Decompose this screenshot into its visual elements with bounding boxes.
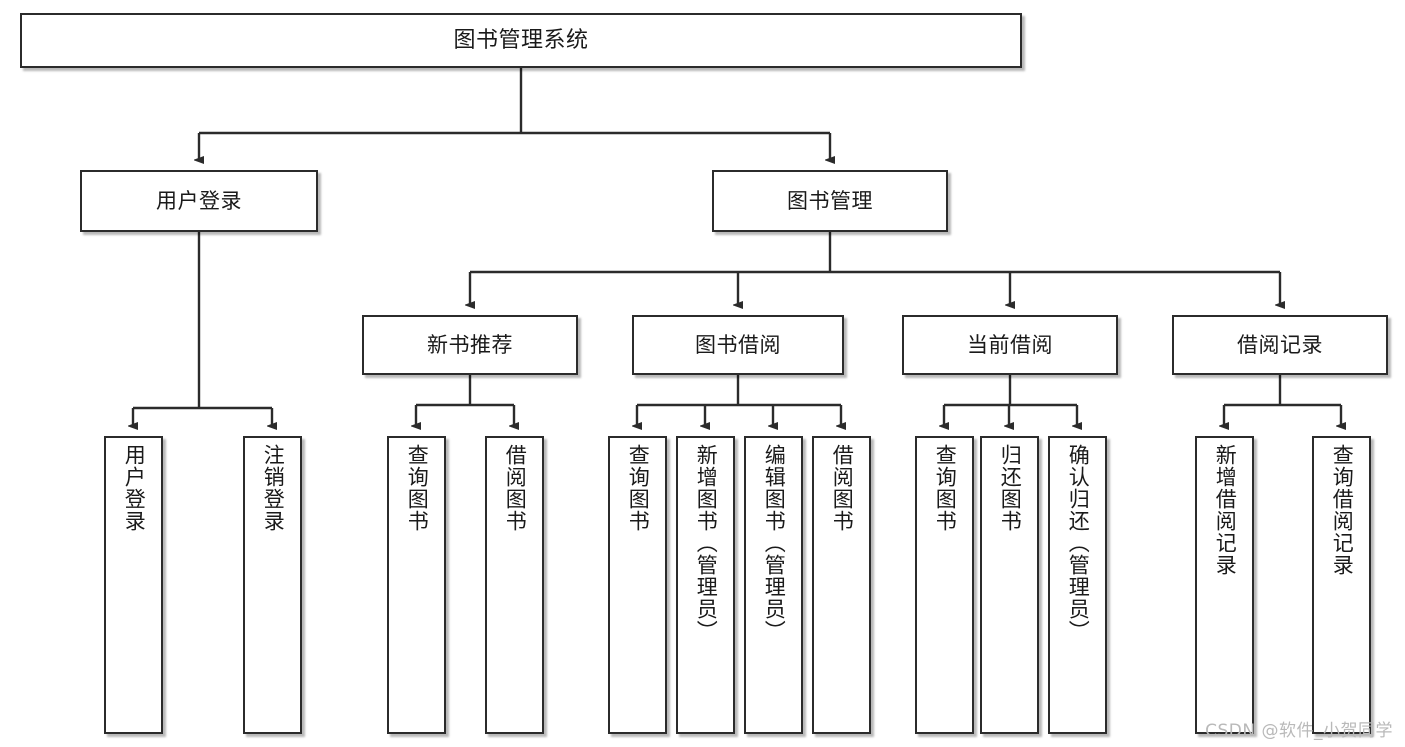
node-leaf-borrow-book-1-label: 借阅图书 [503,444,528,532]
node-leaf-user-login-label: 用户登录 [122,444,147,532]
node-root-label: 图书管理系统 [453,27,589,53]
node-leaf-add-book-label: 新增图书（管理员） [694,444,719,642]
node-leaf-add-record[interactable]: 新增借阅记录 [1195,436,1254,734]
node-leaf-query-book-1-label: 查询图书 [405,444,430,532]
node-leaf-confirm-return-label: 确认归还（管理员） [1066,444,1091,642]
node-leaf-query-record[interactable]: 查询借阅记录 [1312,436,1371,734]
node-leaf-borrow-book-2-label: 借阅图书 [830,444,855,532]
node-current-borrow-label: 当前借阅 [967,332,1053,357]
node-book-borrow-label: 图书借阅 [695,332,781,357]
node-book-manage[interactable]: 图书管理 [712,170,948,232]
node-leaf-edit-book-label: 编辑图书（管理员） [762,444,787,642]
node-user-login-label: 用户登录 [156,188,242,213]
node-user-login[interactable]: 用户登录 [80,170,318,232]
node-leaf-edit-book[interactable]: 编辑图书（管理员） [744,436,803,734]
watermark-text: CSDN @软件_小贺同学 [1205,721,1393,741]
node-leaf-confirm-return[interactable]: 确认归还（管理员） [1048,436,1107,734]
node-leaf-return-book[interactable]: 归还图书 [980,436,1039,734]
node-borrow-record-label: 借阅记录 [1237,332,1323,357]
node-leaf-add-record-label: 新增借阅记录 [1213,444,1238,576]
node-book-borrow[interactable]: 图书借阅 [632,315,844,375]
node-leaf-query-record-label: 查询借阅记录 [1330,444,1355,576]
node-leaf-borrow-book-1[interactable]: 借阅图书 [485,436,544,734]
node-current-borrow[interactable]: 当前借阅 [902,315,1118,375]
node-leaf-query-book-1[interactable]: 查询图书 [387,436,446,734]
node-leaf-query-book-2-label: 查询图书 [626,444,651,532]
node-root[interactable]: 图书管理系统 [20,13,1022,68]
node-leaf-user-login[interactable]: 用户登录 [104,436,163,734]
node-leaf-logout[interactable]: 注销登录 [243,436,302,734]
node-leaf-return-book-label: 归还图书 [998,444,1023,532]
node-borrow-record[interactable]: 借阅记录 [1172,315,1388,375]
node-leaf-query-book-2[interactable]: 查询图书 [608,436,667,734]
node-leaf-add-book[interactable]: 新增图书（管理员） [676,436,735,734]
node-new-book-recommend-label: 新书推荐 [427,332,513,357]
node-new-book-recommend[interactable]: 新书推荐 [362,315,578,375]
node-book-manage-label: 图书管理 [787,188,873,213]
node-leaf-query-book-3[interactable]: 查询图书 [915,436,974,734]
node-leaf-query-book-3-label: 查询图书 [933,444,958,532]
node-leaf-logout-label: 注销登录 [261,444,286,532]
node-leaf-borrow-book-2[interactable]: 借阅图书 [812,436,871,734]
